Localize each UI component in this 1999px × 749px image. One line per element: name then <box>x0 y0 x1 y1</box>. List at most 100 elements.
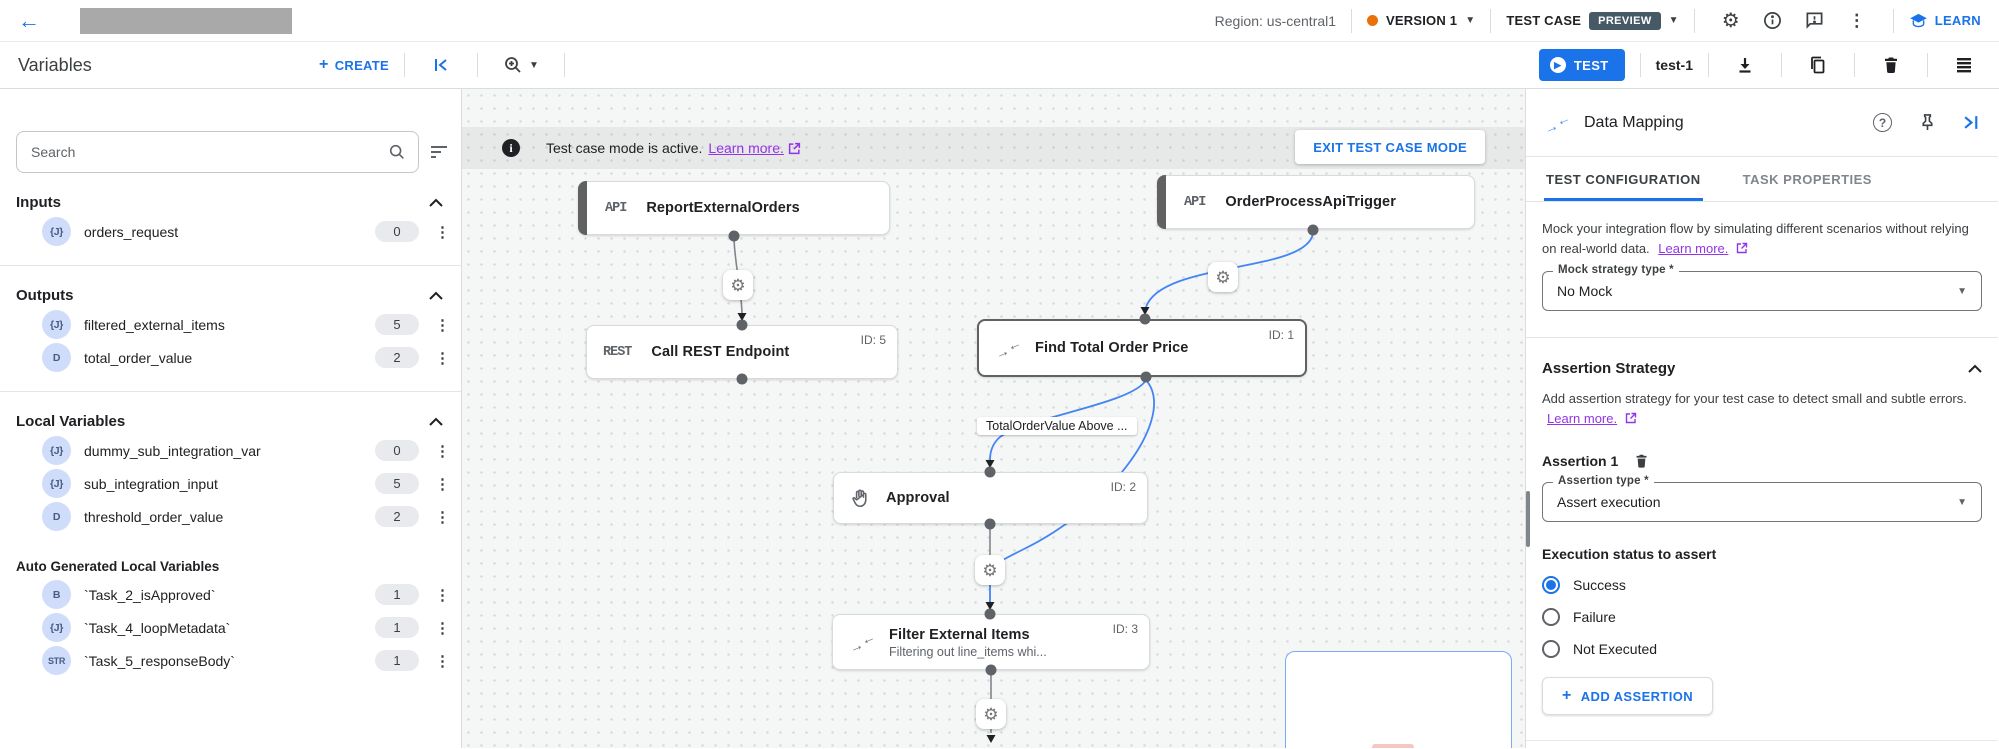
variable-row[interactable]: STR `Task_5_responseBody` 1 ⋮ <box>0 644 461 677</box>
connector-dot[interactable] <box>985 664 997 676</box>
radio-failure[interactable]: Failure <box>1542 608 1982 626</box>
collapse-panel-right-icon[interactable] <box>1963 114 1980 131</box>
row-menu-icon[interactable]: ⋮ <box>435 442 450 460</box>
edge-condition-label[interactable]: TotalOrderValue Above ... <box>977 417 1137 435</box>
edge-gear-icon[interactable]: ⚙ <box>975 555 1005 585</box>
info-icon[interactable] <box>1760 11 1786 30</box>
row-menu-icon[interactable]: ⋮ <box>435 508 450 526</box>
more-options-icon[interactable]: ⋮ <box>1848 10 1866 30</box>
banner-learn-more-link[interactable]: Learn more. <box>708 140 784 156</box>
connector-dot[interactable] <box>1140 371 1152 383</box>
section-header-outputs[interactable]: Outputs <box>16 287 443 304</box>
variable-row[interactable]: D total_order_value 2 ⋮ <box>0 341 461 374</box>
row-menu-icon[interactable]: ⋮ <box>435 349 450 367</box>
edge-gear-icon[interactable]: ⚙ <box>723 270 753 300</box>
edge-gear-icon[interactable]: ⚙ <box>1208 262 1238 292</box>
collapse-panel-icon[interactable] <box>428 57 454 73</box>
variable-row[interactable]: {J} sub_integration_input 5 ⋮ <box>0 467 461 500</box>
data-mapping-icon: →← <box>846 627 878 657</box>
mock-description: Mock your integration flow by simulating… <box>1542 221 1969 256</box>
section-header-auto-generated: Auto Generated Local Variables <box>16 559 220 574</box>
test-case-selector[interactable]: TEST CASE PREVIEW ▼ <box>1506 11 1679 30</box>
row-menu-icon[interactable]: ⋮ <box>435 619 450 637</box>
section-header-inputs[interactable]: Inputs <box>16 194 443 211</box>
assertion-type-select[interactable]: Assertion type * Assert execution ▼ <box>1542 475 1982 522</box>
sort-icon[interactable] <box>429 144 449 160</box>
row-menu-icon[interactable]: ⋮ <box>435 223 450 241</box>
connector-dot[interactable] <box>984 466 996 478</box>
variable-row[interactable]: {J} orders_request 0 ⋮ <box>0 215 461 248</box>
usage-count-badge: 2 <box>375 506 419 527</box>
learn-icon <box>1909 13 1927 27</box>
search-box[interactable] <box>16 131 419 173</box>
radio-success[interactable]: Success <box>1542 576 1982 594</box>
edge-gear-icon[interactable]: ⚙ <box>976 699 1006 729</box>
mock-learn-more-link[interactable]: Learn more. <box>1658 240 1729 256</box>
help-icon[interactable]: ? <box>1873 113 1892 132</box>
mock-strategy-value: No Mock <box>1557 283 1613 299</box>
connector-dot[interactable] <box>984 608 996 620</box>
variable-row[interactable]: {J} filtered_external_items 5 ⋮ <box>0 308 461 341</box>
test-button[interactable]: ▶ TEST <box>1538 49 1625 81</box>
assertion-type-value: Assert execution <box>1557 494 1661 510</box>
suspension-note-box[interactable] <box>1285 651 1512 748</box>
version-label: VERSION 1 <box>1386 13 1458 28</box>
panel-scrollbar[interactable] <box>1526 491 1530 547</box>
row-menu-icon[interactable]: ⋮ <box>435 586 450 604</box>
connector-dot[interactable] <box>1139 313 1151 325</box>
variable-row[interactable]: D threshold_order_value 2 ⋮ <box>0 500 461 533</box>
delete-assertion-icon[interactable] <box>1634 453 1649 469</box>
search-input[interactable] <box>31 144 388 160</box>
copy-icon[interactable] <box>1805 56 1831 74</box>
add-assertion-button[interactable]: + ADD ASSERTION <box>1542 677 1714 715</box>
download-icon[interactable] <box>1732 56 1758 74</box>
tab-test-configuration[interactable]: TEST CONFIGURATION <box>1544 157 1703 201</box>
create-variable-button[interactable]: + CREATE <box>319 56 389 73</box>
usage-count-badge: 1 <box>375 650 419 671</box>
back-arrow-icon[interactable]: ← <box>18 7 40 33</box>
node-filter-external-items[interactable]: →← Filter External Items Filtering out l… <box>832 614 1150 670</box>
assertion-strategy-header[interactable]: Assertion Strategy <box>1542 360 1982 377</box>
variable-row[interactable]: {J} `Task_4_loopMetadata` 1 ⋮ <box>0 611 461 644</box>
feedback-icon[interactable] <box>1802 11 1828 30</box>
node-order-process-api-trigger[interactable]: API OrderProcessApiTrigger <box>1157 175 1475 229</box>
node-approval[interactable]: Approval ID: 2 <box>833 472 1148 524</box>
row-menu-icon[interactable]: ⋮ <box>435 316 450 334</box>
row-menu-icon[interactable]: ⋮ <box>435 475 450 493</box>
radio-button[interactable] <box>1542 608 1560 626</box>
flow-canvas[interactable]: i Test case mode is active. Learn more. … <box>462 89 1525 748</box>
chevron-down-icon: ▼ <box>1668 15 1679 26</box>
usage-count-badge: 1 <box>375 584 419 605</box>
radio-button-selected[interactable] <box>1542 576 1560 594</box>
section-header-local-variables[interactable]: Local Variables <box>16 413 443 430</box>
row-menu-icon[interactable]: ⋮ <box>435 652 450 670</box>
panel-tabs: TEST CONFIGURATION TASK PROPERTIES <box>1526 157 1998 202</box>
variable-row[interactable]: B `Task_2_isApproved` 1 ⋮ <box>0 578 461 611</box>
log-list-icon[interactable] <box>1951 57 1977 73</box>
pin-icon[interactable] <box>1919 113 1936 132</box>
radio-not-executed[interactable]: Not Executed <box>1542 640 1982 658</box>
tab-task-properties[interactable]: TASK PROPERTIES <box>1742 172 1872 187</box>
delete-icon[interactable] <box>1878 56 1904 74</box>
radio-button[interactable] <box>1542 640 1560 658</box>
assertion-description: Add assertion strategy for your test cas… <box>1542 391 1967 406</box>
node-report-external-orders[interactable]: API ReportExternalOrders <box>578 181 890 235</box>
mock-strategy-select[interactable]: Mock strategy type * No Mock ▼ <box>1542 264 1982 311</box>
exit-test-case-mode-button[interactable]: EXIT TEST CASE MODE <box>1295 130 1485 164</box>
connector-dot[interactable] <box>728 230 740 242</box>
zoom-control[interactable]: ▼ <box>493 55 549 75</box>
active-test-name[interactable]: test-1 <box>1655 57 1693 73</box>
connector-dot[interactable] <box>1307 224 1319 236</box>
learn-button[interactable]: LEARN <box>1909 12 1981 30</box>
connector-dot[interactable] <box>736 373 748 385</box>
divider <box>1892 8 1894 33</box>
settings-gear-icon[interactable]: ⚙ <box>1721 9 1740 32</box>
connector-dot[interactable] <box>984 518 996 530</box>
assertion-learn-more-link[interactable]: Learn more. <box>1547 410 1618 426</box>
version-selector[interactable]: VERSION 1 ▼ <box>1367 13 1475 28</box>
node-call-rest-endpoint[interactable]: REST Call REST Endpoint ID: 5 <box>586 325 898 379</box>
node-find-total-order-price[interactable]: →← Find Total Order Price ID: 1 <box>977 319 1307 377</box>
variable-row[interactable]: {J} dummy_sub_integration_var 0 ⋮ <box>0 434 461 467</box>
divider <box>404 53 405 77</box>
connector-dot[interactable] <box>736 319 748 331</box>
